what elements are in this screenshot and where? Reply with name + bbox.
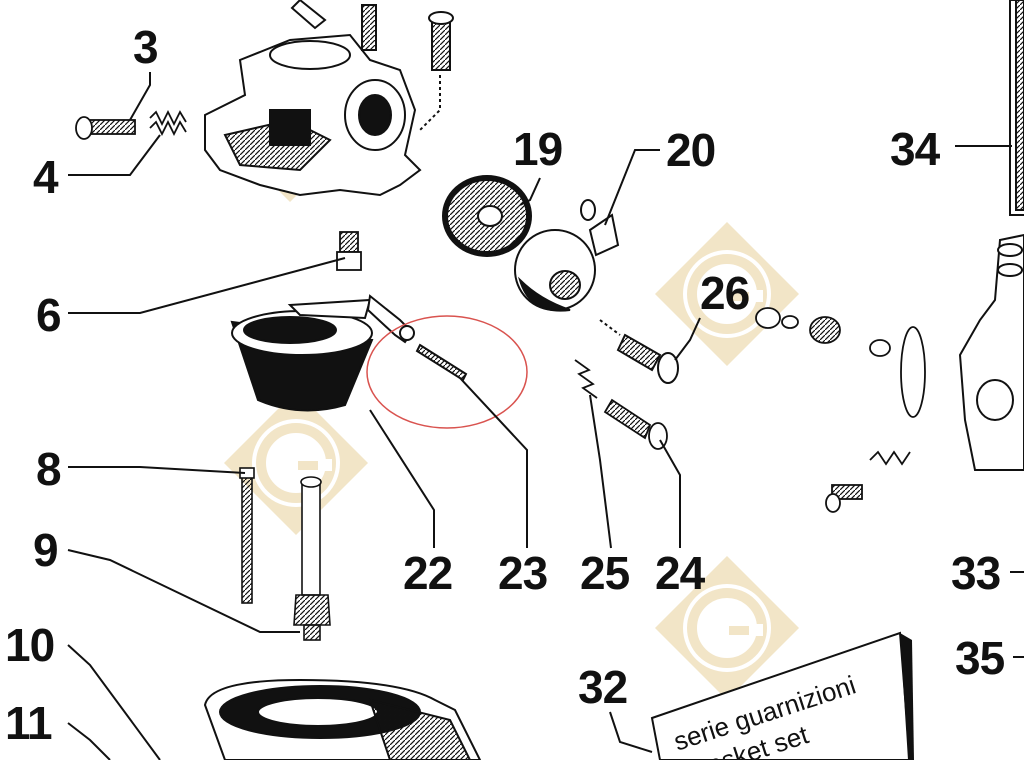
- carburetor-body-right: [958, 0, 1024, 471]
- callout-35: 35: [955, 632, 1005, 684]
- banjo-bolt-part-26: [599, 319, 679, 384]
- spring-part-25: [574, 359, 598, 399]
- emulsion-tube-part-8: [239, 467, 255, 604]
- main-jet-tube-part-9: [293, 476, 331, 641]
- watermark-logo-4: [655, 556, 799, 700]
- carburetor-cover-part: [204, 0, 454, 197]
- jet-part-6: [336, 231, 362, 271]
- leader-line-19: [519, 177, 541, 206]
- leader-line-3: [129, 72, 151, 121]
- leader-line-25: [589, 394, 612, 549]
- leader-line-32: [609, 711, 653, 753]
- float-bowl-part: [203, 678, 482, 760]
- callout-24: 24: [655, 547, 705, 599]
- small-parts-right: [755, 307, 926, 513]
- leader-line-9: [67, 549, 300, 633]
- callout-20: 20: [666, 124, 716, 176]
- callout-3: 3: [133, 21, 159, 73]
- gasket-set-card: [650, 631, 914, 760]
- highlight-circle: [366, 315, 528, 429]
- callout-26: 26: [700, 267, 750, 319]
- callout-25: 25: [580, 547, 630, 599]
- fuel-fitting-part-20: [514, 199, 620, 312]
- callout-23: 23: [498, 547, 548, 599]
- spring-part-4: [149, 109, 187, 137]
- leader-line-23: [459, 377, 528, 548]
- leader-lines: [67, 72, 1024, 760]
- leader-line-20: [604, 149, 660, 226]
- filter-part-19: [442, 175, 532, 257]
- leader-line-4: [68, 134, 161, 176]
- leader-line-6: [68, 257, 346, 314]
- leader-line-10: [67, 644, 161, 760]
- idle-screw-part-24: [603, 398, 668, 450]
- watermark-logos: [224, 78, 799, 700]
- leader-line-24: [659, 439, 681, 548]
- callout-19: 19: [513, 123, 563, 175]
- callout-9: 9: [33, 524, 59, 576]
- watermark-logo-3: [224, 391, 368, 535]
- float-pin-part-23: [415, 343, 468, 382]
- leader-line-26: [674, 317, 701, 361]
- callout-11: 11: [5, 697, 53, 749]
- callout-22: 22: [403, 547, 453, 599]
- leader-line-11: [67, 722, 111, 760]
- callout-8: 8: [36, 443, 62, 495]
- callout-32: 32: [578, 661, 628, 713]
- leader-line-8: [68, 466, 246, 474]
- float-part-22: [230, 294, 415, 412]
- callout-10: 10: [5, 619, 55, 671]
- callout-34: 34: [890, 123, 940, 175]
- leader-line-22: [369, 409, 435, 548]
- callout-33: 33: [951, 547, 1001, 599]
- callout-6: 6: [36, 289, 62, 341]
- callout-4: 4: [33, 151, 59, 203]
- screw-part-3: [75, 116, 136, 140]
- watermark-logo-2: [655, 222, 799, 366]
